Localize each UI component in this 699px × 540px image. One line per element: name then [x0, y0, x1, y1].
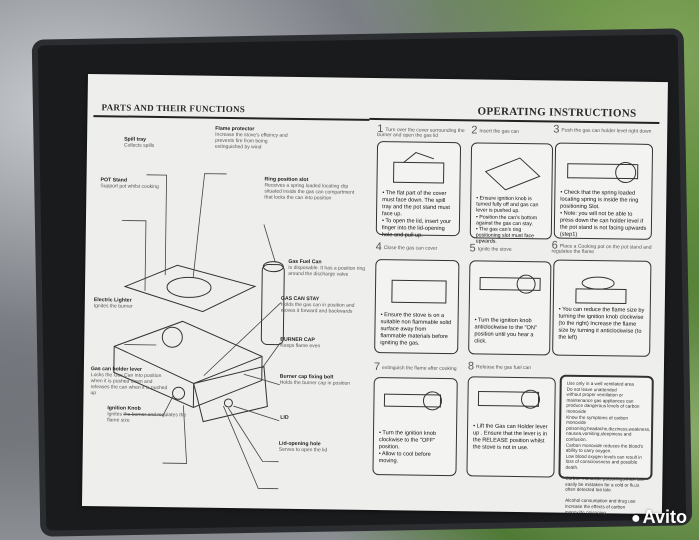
step-4-box: • Ensure the stove is on a suitable non … — [374, 259, 460, 355]
stove-diagram — [113, 173, 285, 490]
closed-stove-illustration — [391, 279, 447, 304]
pot-on-stove-illustration — [575, 276, 627, 305]
operating-title: OPERATING INSTRUCTIONS — [477, 105, 637, 120]
step-7-box: • Turn the ignition knob clockwise to th… — [372, 377, 458, 477]
burner-ring — [166, 276, 212, 298]
ignition-knob-illustration — [479, 274, 541, 294]
release-lever-illustration — [477, 389, 541, 409]
step-5-box: • Turn the ignition knob anticlockwise t… — [468, 260, 552, 356]
step-1-box: • The flat part of the cover must face d… — [375, 141, 462, 239]
step-6-box: • You can reduce the flame size by turni… — [552, 259, 652, 357]
step-8-box: • Lift the Gas can Holder lever up . Ens… — [466, 376, 556, 478]
stove-illustration — [393, 152, 445, 184]
pot-stand — [123, 264, 257, 313]
lid — [193, 365, 268, 423]
step-2-box: • Ensure ignition knob is turned fully o… — [469, 142, 554, 245]
avito-logo-icon: ● — [630, 510, 641, 527]
gas-can-insert-illustration — [484, 157, 541, 191]
burner — [161, 326, 183, 348]
part-label: LID — [280, 414, 289, 421]
step-3-box: • Check that the spring loaded locating … — [553, 142, 654, 240]
gas-can — [260, 264, 285, 346]
stove-body — [113, 320, 263, 409]
instruction-sheet: PARTS AND THEIR FUNCTIONS OPERATING INST… — [81, 74, 668, 515]
knob-off-illustration — [383, 391, 442, 411]
safety-warning-box: Use only in a well ventilated area Do no… — [558, 374, 654, 515]
parts-title: PARTS AND THEIR FUNCTIONS — [101, 102, 246, 115]
avito-watermark: ●Avito — [630, 507, 687, 527]
holder-lever-illustration — [567, 162, 639, 184]
